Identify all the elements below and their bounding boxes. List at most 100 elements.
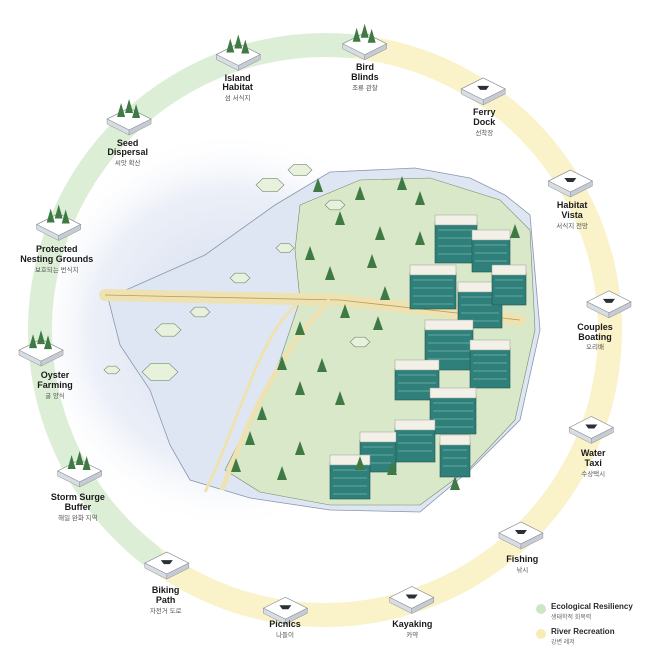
activity-label: Ferry Dock 선착장 [429,107,539,138]
tree-icon [67,454,76,469]
tree-icon [352,27,361,42]
activity-name: Habitat Vista [556,200,588,220]
activity-label: Biking Path 자전거 도로 [111,584,221,615]
legend: Ecological Resiliency 생태학적 회복력 River Rec… [536,602,646,652]
activity-icon [585,424,598,429]
tree-icon [355,186,365,200]
building-block [429,395,477,435]
legend-item-recreation: River Recreation 강변 레저 [536,627,646,646]
building-block [491,272,527,306]
activity-name-korean: 서식지 전망 [556,222,588,230]
activity-label: Oyster Farming 굴 양식 [0,370,110,401]
tree-icon [132,104,141,119]
activity-name: Fishing [506,554,539,565]
activity-name-korean: 선착장 [475,130,494,138]
tree-icon [277,356,287,370]
hex-platform [255,178,285,192]
building-block [409,272,457,310]
hex-platform [275,243,295,253]
legend-label: River Recreation [551,627,615,636]
building-roof [424,319,474,331]
masterplan-illustration [99,163,541,513]
building-block [434,222,478,264]
vignette-platform-side [238,54,261,71]
tree-icon [44,335,53,350]
vignette-platform-side [128,118,152,136]
tree-icon [226,38,235,53]
building-roof [409,264,457,276]
hex-platform [349,336,371,348]
activity-name: Biking Path [151,584,180,605]
tree-icon [415,191,425,205]
activity-name: Seed Dispersal [107,137,148,158]
activity-name-korean: 보호되는 번식지 [34,266,79,274]
vignette-platform-side [364,43,387,61]
vignette-platform-side [570,180,593,198]
tree-icon [510,224,520,238]
tree-icon [305,246,315,260]
hex-platform [324,199,346,211]
activity-name: Island Habitat [222,72,253,93]
vignette-platform-side [608,301,632,319]
activity-name-korean: 나들이 [276,631,295,639]
building-roof [329,454,371,466]
tree-icon [355,456,365,470]
building-roof [434,214,478,226]
tree-icon [375,226,385,240]
activity-name: Picnics [269,619,301,629]
activity-name-korean: 굴 양식 [45,393,65,401]
tree-icon [360,23,369,38]
tree-icon [37,330,46,345]
activity-name: Couples Boating [577,321,613,342]
vignette-platform-side [285,607,308,625]
tree-icon [125,99,134,114]
tree-icon [29,334,38,349]
activity-icon [160,560,173,565]
activity-icon [514,529,527,534]
building-roof [491,264,527,276]
vignette-platform-side [166,562,190,580]
tree-icon [295,381,305,395]
activity-name-korean: 조류 관찰 [352,84,378,92]
building-roof [471,229,511,241]
tree-icon [313,178,323,192]
legend-item-ecological: Ecological Resiliency 생태학적 회복력 [536,602,646,621]
activity-name: Water Taxi [580,448,606,469]
building-block [439,442,471,478]
building-roof [469,339,511,351]
vignette-platform-side [40,349,64,367]
tree-icon [234,34,243,49]
hex-platform [154,323,182,337]
bike-path [219,298,332,491]
legend-label-korean: 생태학적 회복력 [551,615,592,621]
activity-name: Protected Nesting Grounds [20,243,94,264]
vignette-platform-side [411,597,434,614]
tree-icon [340,304,350,318]
tree-icon [367,254,377,268]
hex-platform [189,306,211,318]
activity-name-korean: 카약 [406,631,419,639]
activity-name: Ferry Dock [473,107,496,128]
activity-label: Picnics 나들이 [230,619,340,639]
vignette-platform-side [591,427,614,444]
activity-name-korean: 자전거 도로 [149,607,182,615]
tree-icon [231,458,241,472]
tree-icon [257,406,267,420]
tree-icon [380,286,390,300]
bike-path [203,300,301,493]
activity-vignettes [18,23,632,625]
tree-icon [325,266,335,280]
activity-label: Habitat Vista 서식지 전망 [517,200,627,230]
tree-icon [367,28,376,43]
tree-icon [75,450,84,465]
tree-icon [61,209,70,224]
activity-name: Oyster Farming [37,370,73,391]
activity-label: Protected Nesting Grounds 보호되는 번식지 [2,243,112,274]
